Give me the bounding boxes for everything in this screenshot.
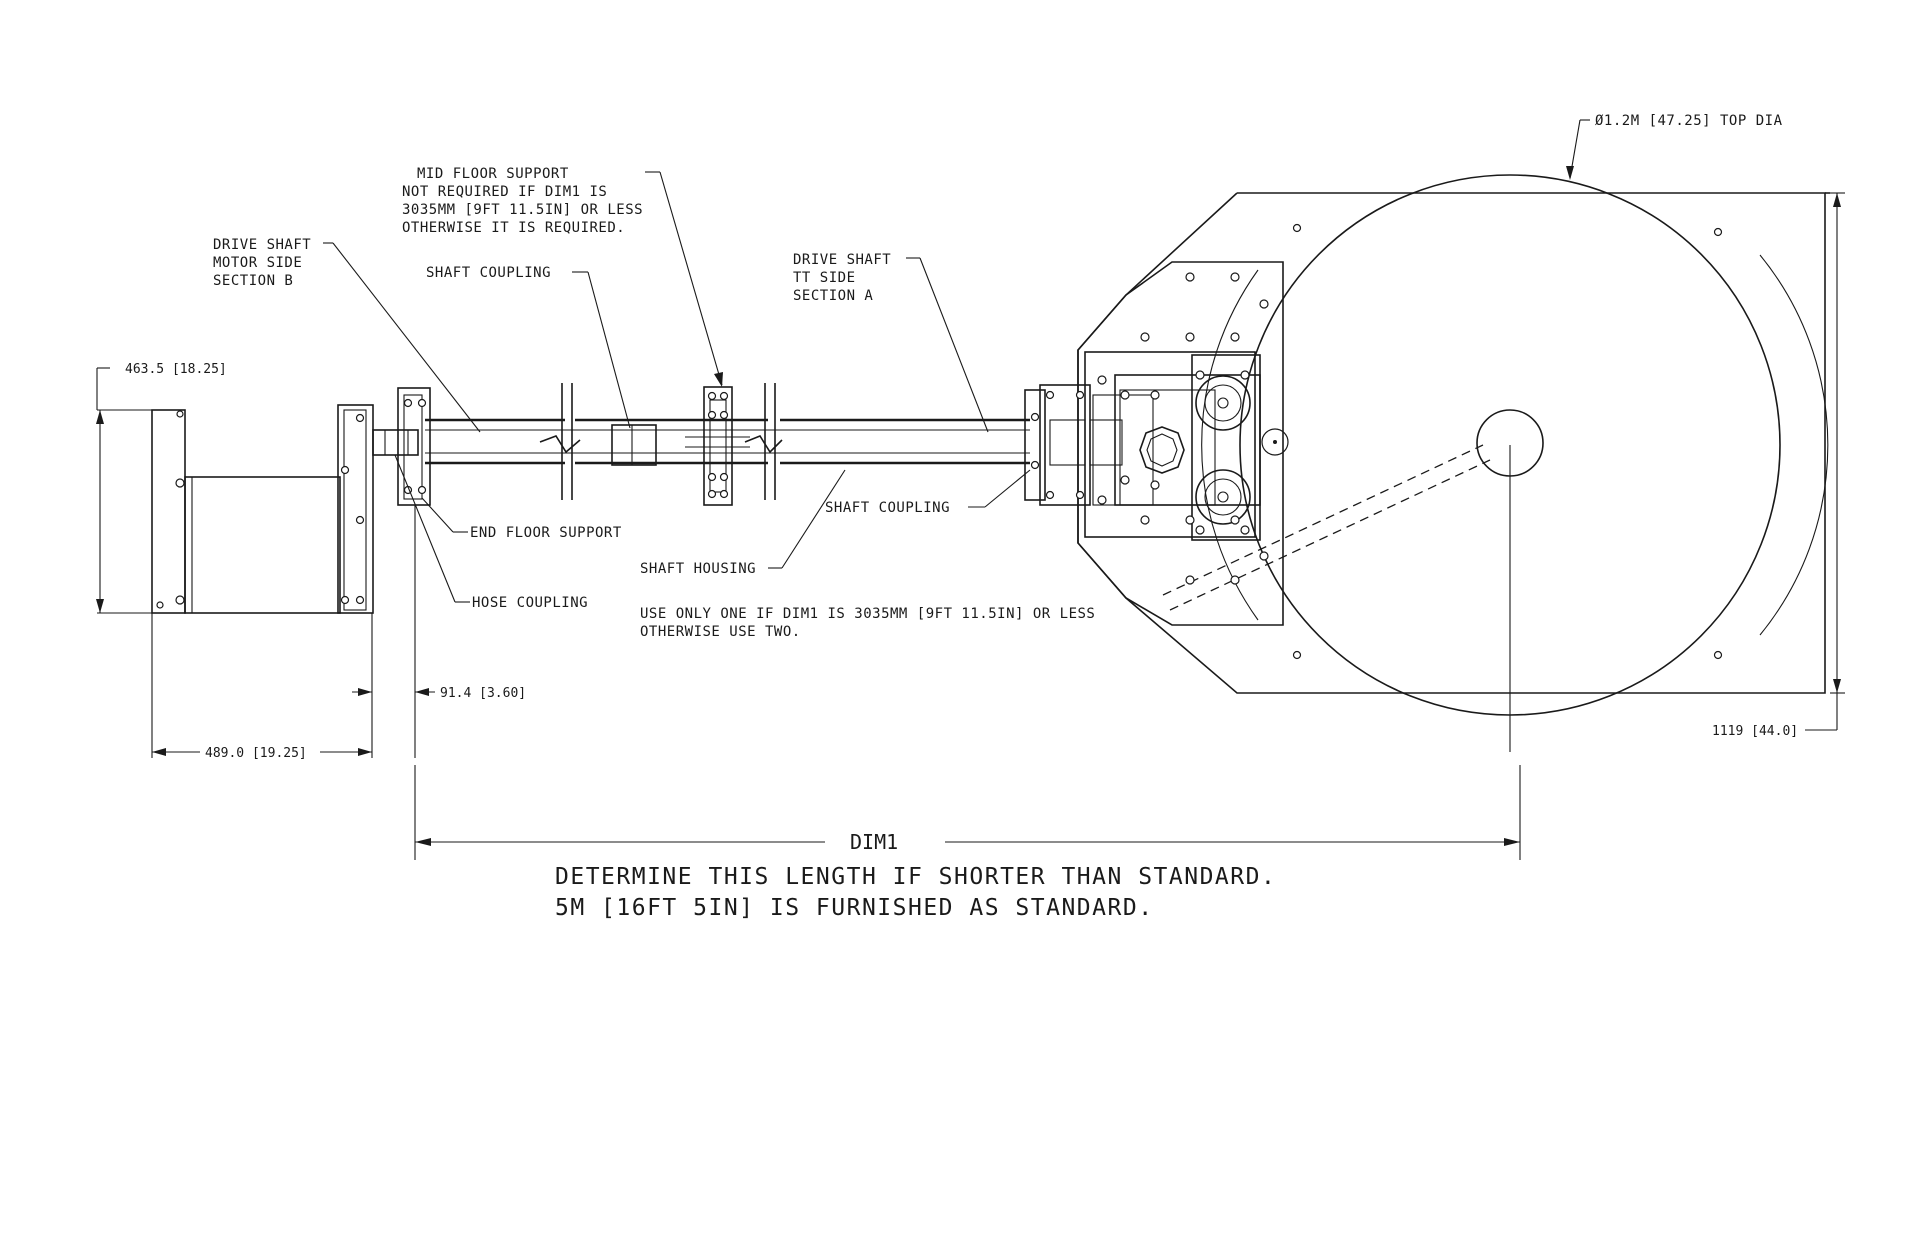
- shaft-coupling-box: [611, 424, 657, 466]
- label-line: MID FLOOR SUPPORT: [417, 166, 569, 182]
- label-line: DRIVE SHAFT: [213, 237, 311, 253]
- dim-motor-width: 489.0 [19.25]: [205, 746, 307, 761]
- drive-gear: [1139, 426, 1185, 474]
- label-hose-coupling: HOSE COUPLING: [472, 595, 588, 611]
- motor-assembly: [151, 387, 431, 614]
- note-line-1: DETERMINE THIS LENGTH IF SHORTER THAN ST…: [555, 864, 1276, 890]
- gear-motor-lower: [1195, 469, 1251, 525]
- label-shaft-coupling-right: SHAFT COUPLING: [825, 500, 950, 516]
- label-line: SECTION B: [213, 273, 293, 289]
- label-line: DRIVE SHAFT: [793, 252, 891, 268]
- dim-offset: 91.4 [3.60]: [440, 686, 526, 701]
- label-line: MOTOR SIDE: [213, 255, 302, 271]
- label-drive-shaft-a: DRIVE SHAFT TT SIDE SECTION A: [793, 252, 891, 304]
- dimension-lines: [96, 192, 1845, 860]
- label-line: OTHERWISE USE TWO.: [640, 624, 801, 640]
- label-shaft-housing: SHAFT HOUSING: [640, 561, 756, 577]
- label-line: 3035MM [9FT 11.5IN] OR LESS: [402, 202, 643, 218]
- motor-body: [184, 476, 341, 614]
- label-line: TT SIDE: [793, 270, 856, 286]
- label-line: NOT REQUIRED IF DIM1 IS: [402, 184, 607, 200]
- dim-height-right: 1119 [44.0]: [1712, 724, 1798, 739]
- drive-shaft: [425, 383, 1030, 500]
- label-line: USE ONLY ONE IF DIM1 IS 3035MM [9FT 11.5…: [640, 606, 1095, 622]
- label-end-floor-support: END FLOOR SUPPORT: [470, 525, 622, 541]
- label-line: SECTION A: [793, 288, 873, 304]
- label-mid-floor-support: MID FLOOR SUPPORT NOT REQUIRED IF DIM1 I…: [402, 166, 643, 236]
- label-line: OTHERWISE IT IS REQUIRED.: [402, 220, 625, 236]
- tt-side-coupling: [1024, 384, 1123, 506]
- label-top-dia: Ø1.2M [47.25] TOP DIA: [1595, 113, 1783, 129]
- dim-height-left: 463.5 [18.25]: [125, 362, 227, 377]
- leader-lines: [323, 119, 1590, 603]
- label-use-only: USE ONLY ONE IF DIM1 IS 3035MM [9FT 11.5…: [640, 606, 1095, 640]
- mid-floor-support: [685, 386, 750, 506]
- dim-dim1: DIM1: [850, 830, 898, 854]
- hose-coupling: [372, 429, 419, 456]
- note-line-2: 5M [16FT 5IN] IS FURNISHED AS STANDARD.: [555, 895, 1154, 921]
- end-floor-support: [397, 387, 431, 506]
- gearbox-mount: [1077, 261, 1284, 626]
- label-drive-shaft-b: DRIVE SHAFT MOTOR SIDE SECTION B: [213, 237, 311, 289]
- label-shaft-coupling-top: SHAFT COUPLING: [426, 265, 551, 281]
- gear-motor-upper: [1195, 375, 1251, 431]
